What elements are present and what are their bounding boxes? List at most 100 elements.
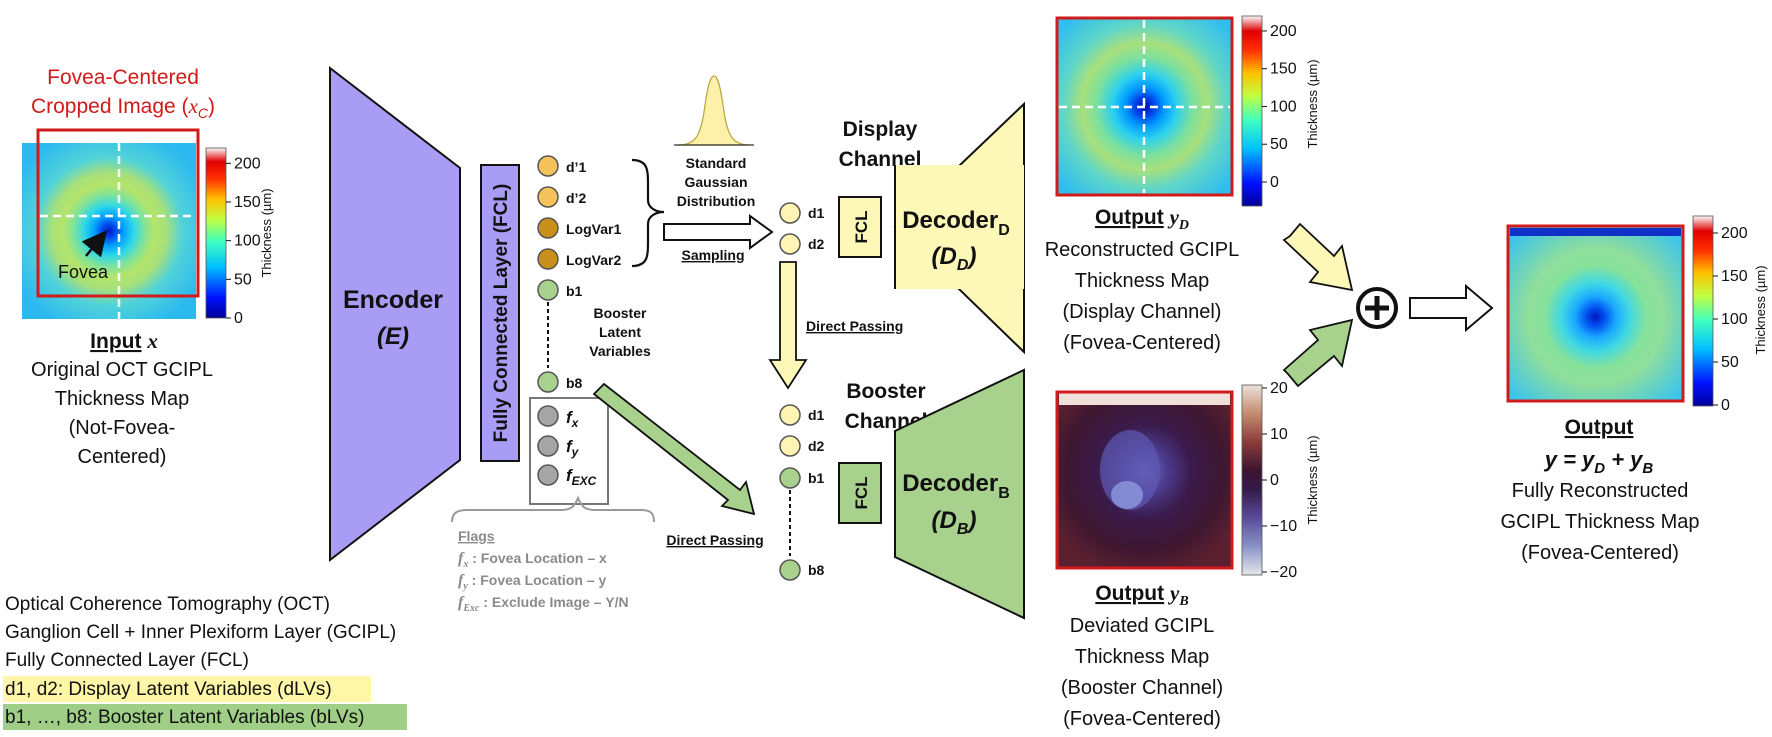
sampling-arrow: Sampling	[663, 214, 774, 263]
output-d-line: (Display Channel)	[1063, 301, 1222, 323]
flag-node-fy	[537, 435, 559, 457]
sampling-label: Sampling	[681, 247, 744, 263]
colorbar-tick-label: −20	[1270, 564, 1297, 581]
colorbar-tick-label: 50	[1270, 136, 1288, 153]
legend-item: Fully Connected Layer (FCL)	[5, 650, 249, 671]
flags-item: fx : Fovea Location – x	[458, 550, 607, 570]
latent-label: b1	[566, 283, 583, 299]
input-caption-line: Centered)	[78, 446, 167, 468]
booster-node-label: d1	[808, 407, 825, 423]
input-section: Fovea-Centered Cropped Image (xC) Fovea …	[22, 66, 274, 468]
flags-title: Flags	[458, 528, 495, 544]
fovea-label: Fovea	[58, 262, 109, 282]
output-b-head: Output yB	[1095, 581, 1188, 609]
output-b-colorbar	[1241, 384, 1263, 576]
encoder-symbol: (E)	[377, 323, 409, 350]
abbreviation-legend: Optical Coherence Tomography (OCT) Gangl…	[3, 594, 407, 730]
latent-node-logvar1	[537, 217, 559, 239]
latent-label: d’2	[566, 190, 586, 206]
colorbar-tick-label: 200	[1270, 23, 1297, 40]
booster-decoder-label: DecoderB	[902, 470, 1010, 502]
final-line: Fully Reconstructed	[1512, 480, 1689, 502]
fcl-vertical-rect	[480, 164, 520, 462]
sampling-arrow-shape	[663, 214, 774, 250]
booster-node-b1	[779, 467, 801, 489]
colorbar-tick-label: 150	[234, 194, 261, 211]
colorbar-tick-label: 200	[1721, 225, 1748, 242]
colorbar-tick-label: 150	[1270, 61, 1297, 78]
colorbar-tick-label: 0	[1270, 174, 1279, 191]
booster-latent-label: Latent	[599, 324, 641, 340]
direct-passing-label-1: Direct Passing	[806, 318, 903, 334]
output-b-blob-core	[1111, 481, 1143, 509]
output-d-frame	[1055, 16, 1234, 197]
latent-label: LogVar1	[566, 221, 621, 237]
flag-label: fy	[566, 437, 580, 459]
input-thickness-map	[22, 143, 196, 319]
display-channel-title: Display	[843, 118, 918, 141]
flags-item: fy : Fovea Location – y	[458, 572, 606, 592]
display-fcl-label: FCL	[852, 210, 871, 243]
colorbar-tick-label: 100	[1721, 311, 1748, 328]
gaussian-curve	[677, 75, 751, 146]
input-colorbar-ticks: 200 150 100 50 0	[226, 155, 261, 327]
colorbar-tick-label: 50	[234, 271, 252, 288]
booster-node-label: b1	[808, 470, 825, 486]
direct-passing-arrow-green: Direct Passing	[592, 382, 764, 548]
latent-node-logvar2	[537, 248, 559, 270]
latent-label: LogVar2	[566, 252, 621, 268]
output-d-colorbar	[1241, 15, 1263, 207]
display-fcl-box	[838, 196, 882, 258]
booster-fcl-label: FCL	[852, 476, 871, 509]
latent-label: d’1	[566, 159, 586, 175]
output-b-line: Deviated GCIPL	[1070, 615, 1215, 637]
legend-item: Ganglion Cell + Inner Plexiform Layer (G…	[5, 622, 396, 643]
display-decoder-fill	[895, 165, 1024, 289]
direct-passing-arrow-yellow	[768, 261, 808, 390]
booster-channel: Booster Channel d1 d2 b1 b8 FCL DecoderB…	[779, 368, 1025, 620]
encoder-block: Encoder (E)	[329, 65, 461, 563]
flag-node-fexc	[537, 464, 559, 486]
latent-node-b8	[537, 371, 559, 393]
encoder-label: Encoder	[343, 286, 443, 314]
sum-arrow-from-display	[1282, 222, 1354, 292]
booster-fcl-box	[838, 462, 882, 524]
colorbar-tick-label: 10	[1270, 426, 1288, 443]
colorbar-tick-label: 100	[234, 233, 261, 250]
display-decoder-label: DecoderD	[902, 207, 1010, 239]
display-node-label: d1	[808, 205, 825, 221]
final-head: Output	[1565, 416, 1634, 439]
latent-node-b1	[537, 279, 559, 301]
output-b-top-band	[1059, 393, 1230, 405]
green-arrow-shape	[592, 382, 756, 516]
final-colorbar-unit: Thickness (µm)	[1753, 265, 1768, 354]
direct-passing-label-2: Direct Passing	[666, 532, 763, 548]
input-colorbar	[205, 147, 227, 319]
gaussian-label: Distribution	[677, 193, 756, 209]
colorbar-tick-label: 100	[1270, 98, 1297, 115]
colorbar-tick-label: 200	[234, 155, 261, 172]
latent-node-d1-prime	[537, 155, 559, 177]
legend-item: Optical Coherence Tomography (OCT)	[5, 594, 330, 615]
booster-latent-label: Variables	[589, 343, 651, 359]
booster-channel-title: Booster	[846, 380, 925, 403]
final-line: (Fovea-Centered)	[1521, 542, 1679, 564]
output-b-colorbar-unit: Thickness (µm)	[1305, 435, 1320, 524]
legend-item: b1, …, b8: Booster Latent Variables (bLV…	[5, 707, 364, 728]
fcl-vertical-block: Fully Connected Layer (FCL)	[480, 164, 520, 462]
input-caption-line: Thickness Map	[55, 388, 190, 410]
input-caption-line: (Not-Fovea-	[69, 417, 176, 439]
booster-decoder-shape	[894, 368, 1025, 620]
output-d-line: Thickness Map	[1075, 270, 1210, 292]
booster-node-d1	[779, 404, 801, 426]
display-node-d2	[779, 233, 801, 255]
gaussian-label: Gaussian	[684, 174, 747, 190]
flag-node-fx	[537, 405, 559, 427]
output-b-line: (Fovea-Centered)	[1063, 708, 1221, 730]
legend-highlight-display	[3, 676, 371, 702]
final-equation: y = yD + yB	[1544, 447, 1654, 477]
colorbar-tick-label: 0	[234, 310, 243, 327]
